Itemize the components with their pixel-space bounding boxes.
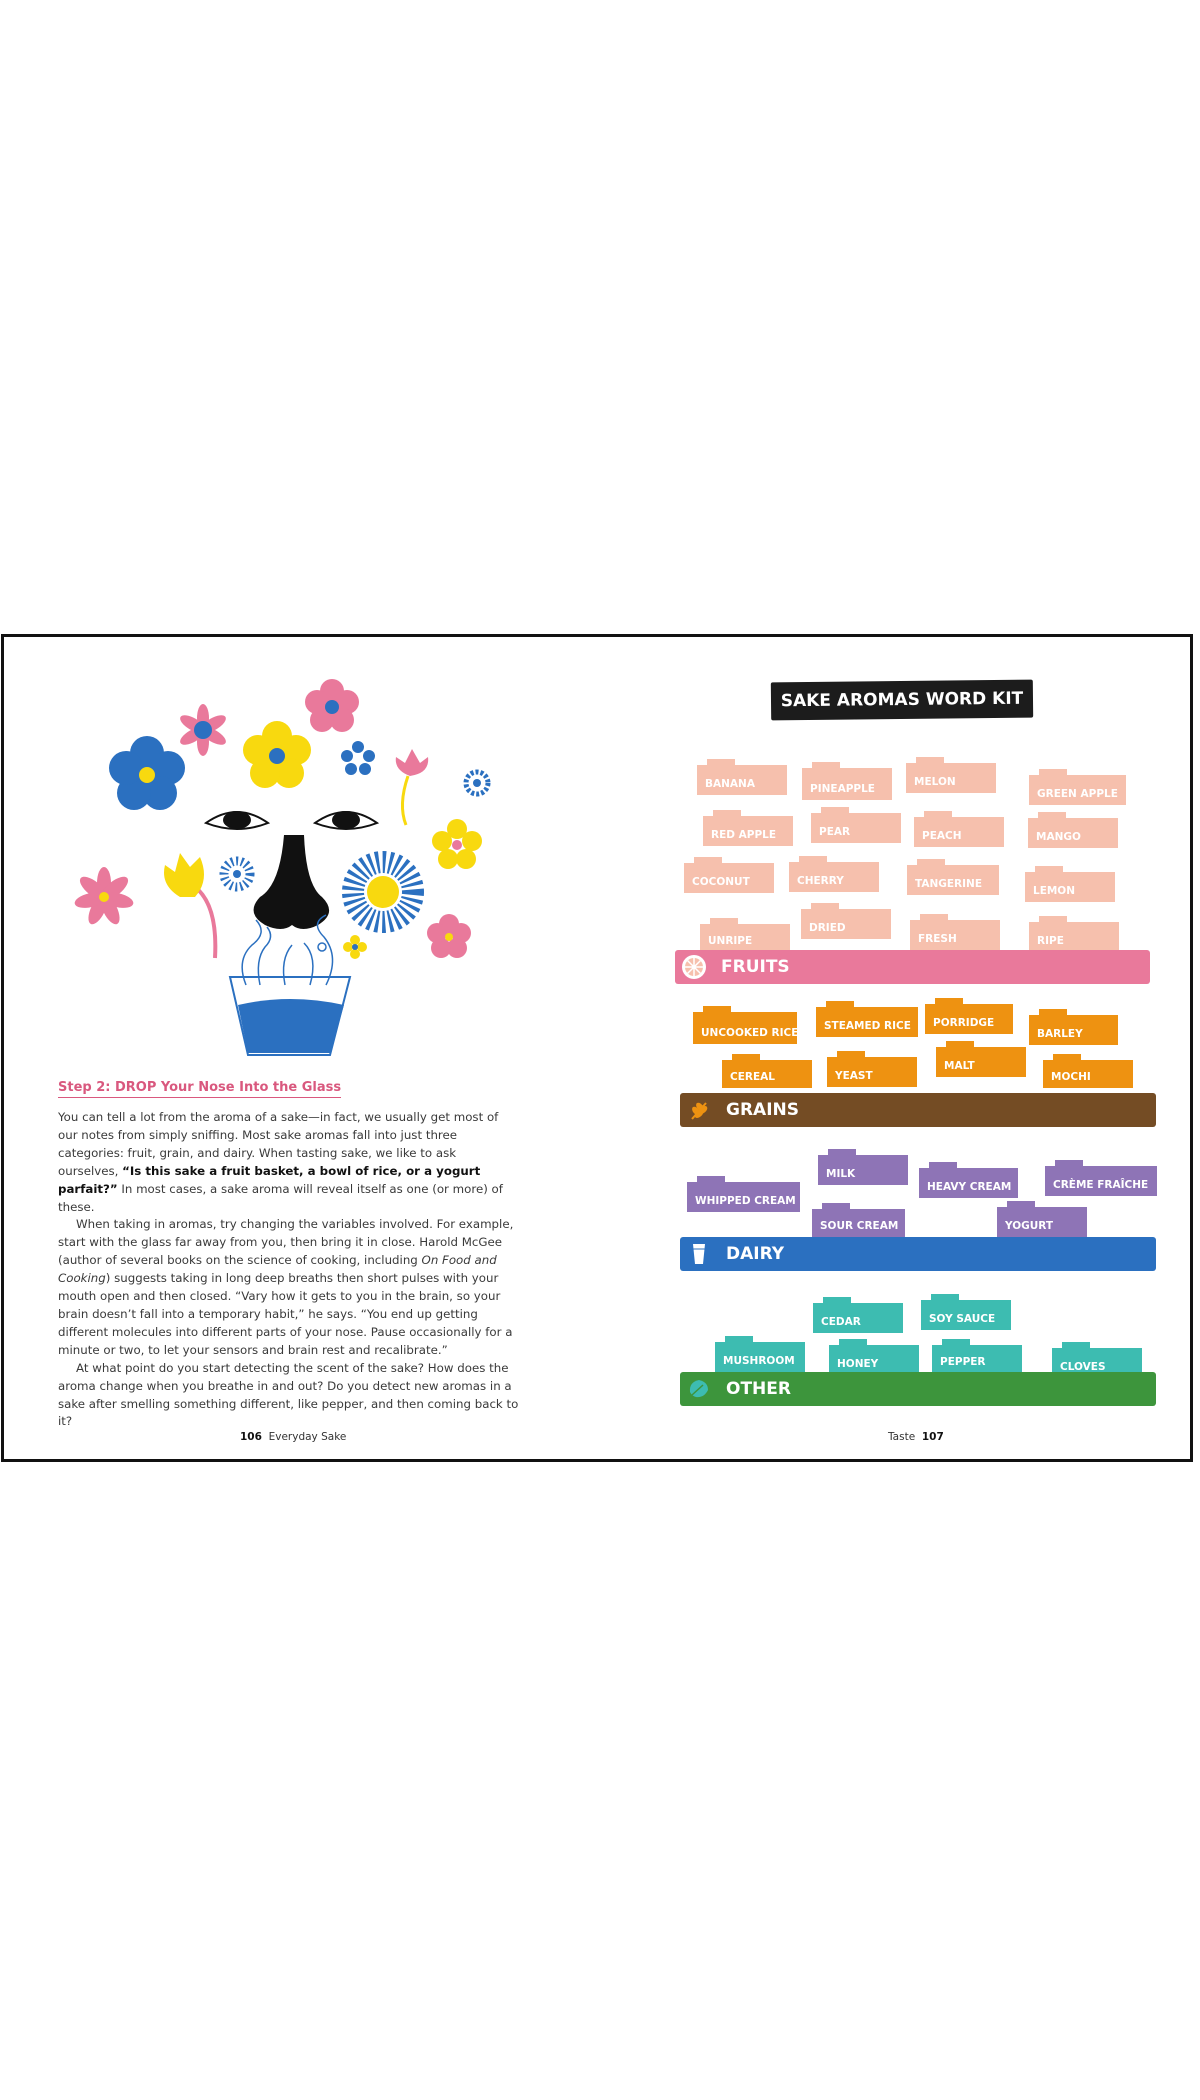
orange-slice-icon [681,954,707,980]
eye-right [312,811,380,830]
tag-tangerine: TANGERINE [907,859,999,895]
fruits-band: FRUITS [675,950,1150,984]
tag-pepper: PEPPER [932,1339,1022,1373]
tag-creme-fraiche: CRÈME FRAÎCHE [1045,1160,1157,1196]
paragraph-3: At what point do you start detecting the… [58,1360,519,1429]
tag-banana: BANANA [697,759,787,795]
flower-yellow [243,721,311,788]
tag-malt: MALT [936,1041,1026,1077]
tag-unripe: UNRIPE [700,918,790,952]
flower-face-illustration [74,679,491,1056]
tag-whipped-cream: WHIPPED CREAM [687,1176,800,1212]
eye-left [203,811,271,830]
flower-pink-left [74,867,134,925]
milk-glass-icon [686,1241,712,1267]
other-band: OTHER [680,1372,1156,1406]
sake-glass-icon [228,976,352,1056]
tag-pineapple: PINEAPPLE [802,762,892,800]
tag-honey: HONEY [829,1339,919,1375]
tulip-yellow [164,853,218,959]
wheat-icon [686,1097,712,1123]
running-head-left: Everyday Sake [268,1431,347,1443]
tag-yogurt: YOGURT [997,1201,1087,1237]
flower-yellow-dots [432,819,482,869]
tag-mango: MANGO [1028,812,1118,848]
nose [253,835,330,929]
tag-peach: PEACH [914,811,1004,847]
tag-steamed-rice: STEAMED RICE [816,1001,918,1037]
tag-soy-sauce: SOY SAUCE [921,1294,1011,1330]
tag-uncooked-rice: UNCOOKED RICE [693,1006,798,1044]
paragraph-2-text: When taking in aromas, try changing the … [58,1217,514,1268]
leaf-icon [686,1376,712,1402]
tulip-pink [395,749,429,826]
tag-barley: BARLEY [1029,1009,1118,1045]
flower-pink-right [427,914,471,958]
tag-pear: PEAR [811,807,901,843]
tag-sour-cream: SOUR CREAM [812,1203,905,1237]
folio-right: Taste 107 [888,1431,944,1443]
dairy-band: DAIRY [680,1237,1156,1271]
tag-dried: DRIED [801,903,891,939]
flower-pink-small [180,704,226,756]
fruits-label: FRUITS [721,957,790,977]
paragraph-1-question: “Is this sake a fruit basket, a bowl of … [58,1163,481,1196]
tag-cherry: CHERRY [789,856,879,892]
book-spread: Step 2: DROP Your Nose Into the Glass Yo… [1,634,1193,1462]
flower-blue-yellow-center [342,851,424,933]
flower-blue-sun [219,856,255,892]
folio-left: 106 Everyday Sake [240,1431,346,1443]
body-text: You can tell a lot from the aroma of a s… [58,1109,520,1431]
other-label: OTHER [726,1379,791,1399]
tag-green-apple: GREEN APPLE [1029,769,1126,805]
flower-yellow-small [343,935,367,959]
tag-ripe: RIPE [1029,916,1119,952]
paragraph-1: You can tell a lot from the aroma of a s… [58,1109,520,1216]
tag-cedar: CEDAR [813,1297,903,1333]
flower-blue-dots [341,741,375,775]
tag-melon: MELON [906,757,996,793]
flower-blue-large [109,736,185,810]
dairy-label: DAIRY [726,1244,785,1264]
tag-coconut: COCONUT [684,857,774,893]
tag-mushroom: MUSHROOM [715,1336,805,1372]
tag-cereal: CEREAL [722,1054,812,1088]
flower-blue-spiky [463,769,491,797]
tag-milk: MILK [818,1149,908,1185]
paragraph-2: When taking in aromas, try changing the … [58,1216,520,1359]
page-number-left: 106 [240,1431,262,1443]
tag-yeast: YEAST [827,1051,917,1087]
page-number-right: 107 [921,1431,944,1443]
aroma-swirls [241,914,334,986]
running-head-right: Taste [888,1431,916,1443]
tag-porridge: PORRIDGE [925,998,1013,1034]
grains-label: GRAINS [726,1100,799,1120]
paragraph-1-end: In most cases, a sake aroma will reveal … [58,1181,503,1214]
step-heading: Step 2: DROP Your Nose Into the Glass [58,1080,342,1098]
tag-mocha: MOCHI [1043,1054,1133,1088]
grains-band: GRAINS [680,1093,1156,1127]
book-title: On Food and Cooking [58,1253,497,1286]
tag-fresh: FRESH [910,914,1000,950]
word-kit-title: SAKE AROMAS WORD KIT [770,679,1034,721]
paragraph-1-text: You can tell a lot from the aroma of a s… [58,1110,499,1178]
tag-lemon: LEMON [1025,866,1115,902]
flower-pink-top [305,679,359,732]
paragraph-2-end: ) suggests taking in long deep breaths t… [58,1271,513,1357]
tag-heavy-cream: HEAVY CREAM [919,1162,1018,1198]
tag-red-apple: RED APPLE [703,810,793,846]
